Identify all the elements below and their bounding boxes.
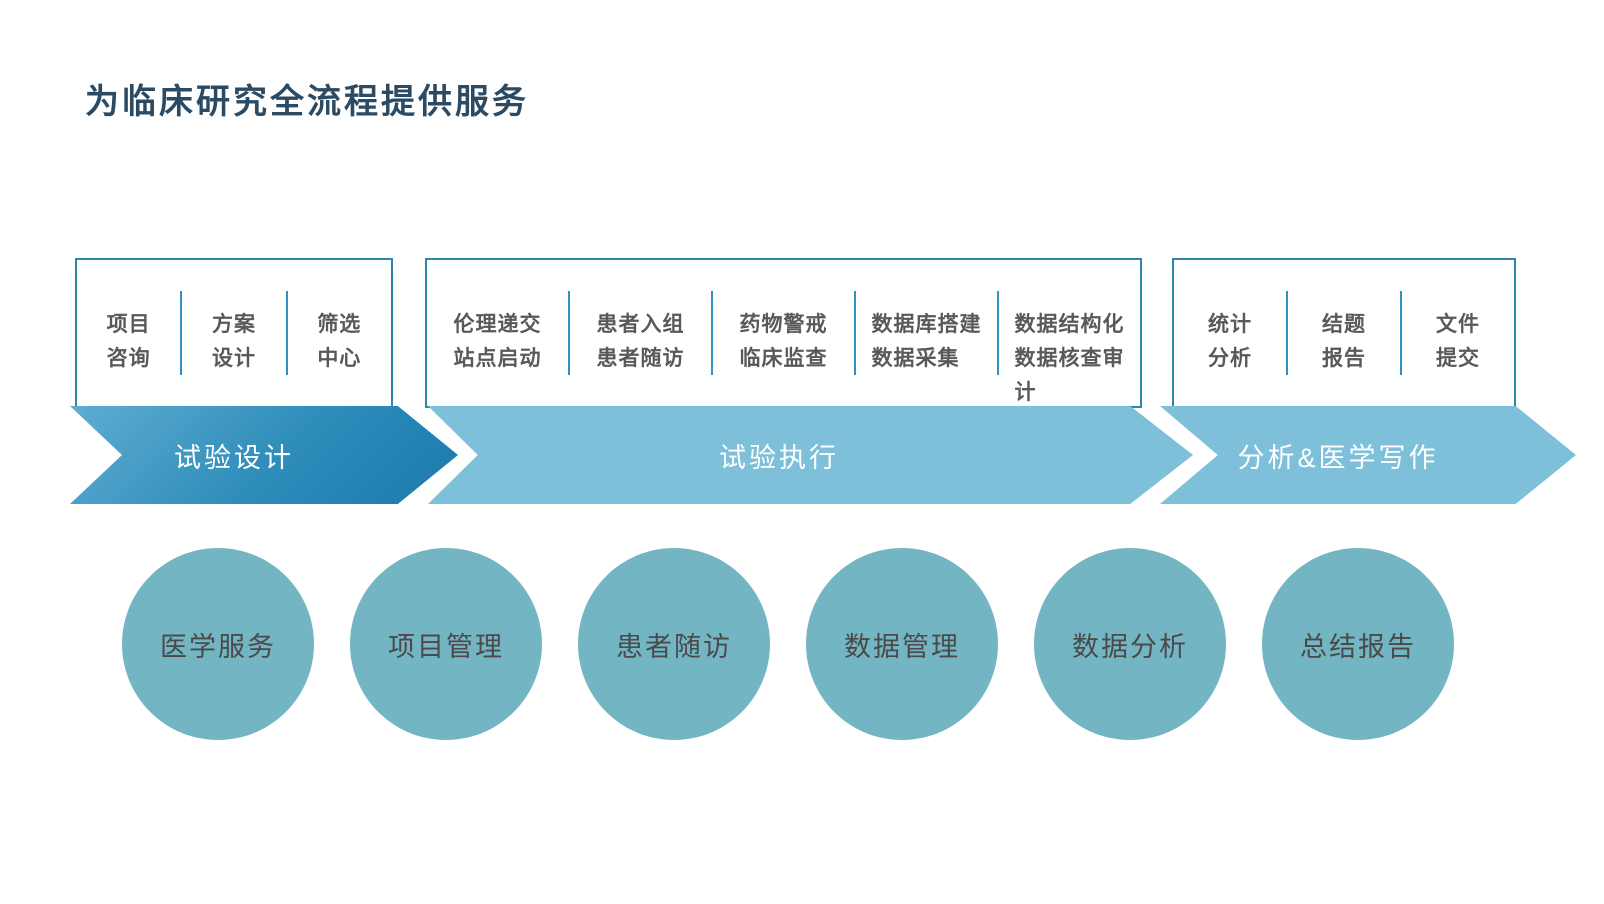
box-item-line: 咨询 [106,347,151,370]
box-item-line: 报告 [1322,347,1366,370]
box-item-project-consulting: 项目 咨询 [77,260,180,406]
box-item-line: 计 [1014,381,1037,404]
circle-label: 数据管理 [844,631,960,662]
chevron-banner-trial-design: 试验设计 [70,406,458,504]
page-title: 为临床研究全流程提供服务 [85,83,529,121]
box-divider [1400,291,1402,375]
chevron-banner-trial-execution: 试验执行 [428,406,1193,504]
box-item-line: 药物警戒 [739,313,828,336]
circle-label: 患者随访 [616,631,732,662]
circle-label: 医学服务 [160,631,276,662]
box-item-data-structuring: 数据结构化 数据核查审 计 [999,260,1140,406]
box-item-line: 数据采集 [871,347,960,370]
box-item-line: 患者随访 [596,347,685,370]
box-divider [285,291,288,375]
box-divider [711,291,713,375]
box-item-line: 数据结构化 [1014,313,1125,336]
circle-label: 项目管理 [388,631,504,662]
box-item-ethics-submission: 伦理递交 站点启动 [427,260,568,406]
box-item-line: 伦理递交 [453,313,542,336]
box-item-line: 数据库搭建 [871,313,982,336]
box-item-line: 中心 [317,347,362,370]
box-item-line: 结题 [1322,313,1366,336]
stage-box-trial-design: 项目 咨询 方案 设计 筛选 中心 [75,258,393,408]
box-item-line: 患者入组 [596,313,685,336]
box-divider [568,291,570,375]
service-circle-data-analysis: 数据分析 [1034,548,1226,740]
box-item-screening-center: 筛选 中心 [288,260,391,406]
box-item-line: 设计 [211,347,256,370]
banner-label: 试验设计 [174,442,294,473]
box-item-line: 项目 [106,313,151,336]
circle-label: 数据分析 [1072,631,1188,662]
box-item-line: 站点启动 [453,347,542,370]
box-item-statistical-analysis: 统计 分析 [1174,260,1286,406]
box-item-patient-enrollment: 患者入组 患者随访 [570,260,711,406]
box-divider [854,291,856,375]
box-item-line: 方案 [211,313,256,336]
service-circle-patient-followup: 患者随访 [578,548,770,740]
box-item-line: 统计 [1208,313,1252,336]
service-circle-summary-report: 总结报告 [1262,548,1454,740]
box-item-line: 筛选 [317,313,362,336]
chevron-banner-analysis-writing: 分析&医学写作 [1160,406,1576,504]
box-divider [997,291,999,375]
box-item-protocol-design: 方案 设计 [182,260,285,406]
box-item-line: 提交 [1436,347,1480,370]
banner-label: 试验执行 [719,442,839,473]
box-item-pharmacovigilance: 药物警戒 临床监查 [713,260,854,406]
service-circle-project-management: 项目管理 [350,548,542,740]
box-item-line: 数据核查审 [1014,347,1125,370]
box-divider [1286,291,1288,375]
box-item-database-build: 数据库搭建 数据采集 [856,260,997,406]
service-circle-medical-services: 医学服务 [122,548,314,740]
box-item-closure-report: 结题 报告 [1288,260,1400,406]
stage-box-analysis-writing: 统计 分析 结题 报告 文件 提交 [1172,258,1516,408]
service-circle-data-management: 数据管理 [806,548,998,740]
box-item-line: 分析 [1208,347,1252,370]
stage-box-trial-execution: 伦理递交 站点启动 患者入组 患者随访 药物警戒 临床监查 数据库搭建 数据采集 [425,258,1142,408]
box-divider [180,291,183,375]
circle-label: 总结报告 [1300,631,1416,662]
box-item-document-submission: 文件 提交 [1402,260,1514,406]
box-item-line: 临床监查 [739,347,828,370]
banner-label: 分析&医学写作 [1237,442,1439,473]
box-item-line: 文件 [1436,313,1480,336]
